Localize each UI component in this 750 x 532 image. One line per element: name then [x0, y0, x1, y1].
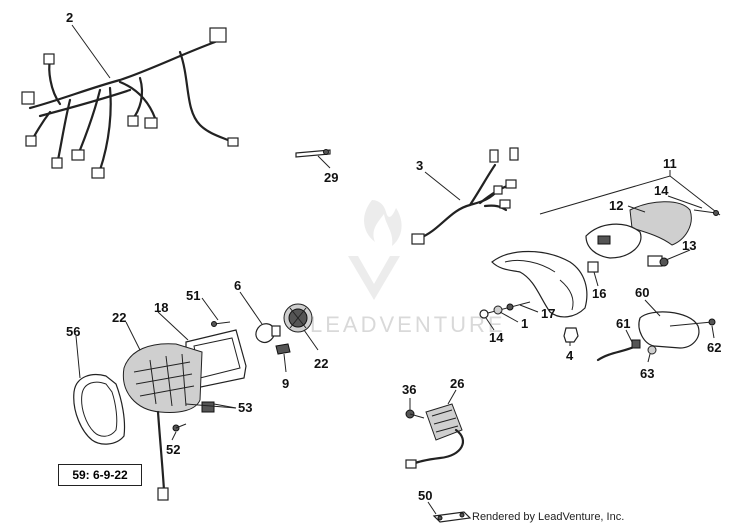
callout-63: 63	[640, 366, 654, 381]
callout-53: 53	[238, 400, 252, 415]
callout-18: 18	[154, 300, 168, 315]
callout-50: 50	[418, 488, 432, 503]
bolt-set	[479, 301, 531, 319]
connector-icon	[127, 115, 139, 127]
connector-icon	[227, 137, 239, 147]
callout-6: 6	[234, 278, 241, 293]
clip-part	[275, 343, 291, 355]
screw-part	[211, 321, 231, 327]
callout-26: 26	[450, 376, 464, 391]
connector-icon	[51, 157, 63, 169]
sub-harness	[411, 147, 519, 245]
headlight-bulb	[255, 323, 281, 343]
callout-9: 9	[282, 376, 289, 391]
connector-icon	[71, 149, 85, 161]
nut-part	[563, 327, 579, 343]
callout-62: 62	[707, 340, 721, 355]
watermark-text: LEADVENTURE	[310, 312, 506, 337]
callout-4: 4	[566, 348, 574, 363]
footer-credit: Rendered by LeadVenture, Inc.	[472, 511, 625, 523]
callout-2: 2	[66, 10, 73, 25]
callout-52: 52	[166, 442, 180, 457]
callout-56: 56	[66, 324, 80, 339]
callout-14a: 14	[654, 183, 669, 198]
tail-housing	[491, 250, 588, 318]
connector-icon	[21, 91, 35, 105]
callout-12: 12	[609, 198, 623, 213]
callout-13: 13	[682, 238, 696, 253]
callout-60: 60	[635, 285, 649, 300]
callout-3: 3	[416, 158, 423, 173]
connector-icon	[43, 53, 55, 65]
headlight-frame	[73, 373, 126, 445]
connector-icon	[25, 135, 37, 147]
wiring-harness	[21, 27, 239, 179]
callout-22a: 22	[112, 310, 126, 325]
callout-1: 1	[521, 316, 528, 331]
connector-icon	[144, 117, 158, 129]
callout-14b: 14	[489, 330, 504, 345]
callout-17: 17	[541, 306, 555, 321]
callout-22b: 22	[314, 356, 328, 371]
sensor-bracket	[596, 311, 716, 362]
socket-cover	[283, 303, 313, 333]
connector-part	[201, 401, 215, 413]
headlight-unit	[122, 343, 203, 501]
taillight-assembly	[585, 201, 692, 259]
callout-11: 11	[663, 156, 677, 171]
callout-51: 51	[186, 288, 200, 303]
callout-61: 61	[616, 316, 630, 331]
callout-29: 29	[324, 170, 338, 185]
connector-icon	[209, 27, 227, 43]
strap-part	[295, 149, 331, 158]
connector-icon	[91, 167, 105, 179]
screw-part	[172, 423, 187, 432]
watermark-logo	[348, 200, 402, 300]
fastener-part	[587, 261, 599, 273]
regulator-part	[405, 403, 464, 469]
reference-box: 59: 6-9-22	[58, 464, 142, 486]
bolt-part	[405, 409, 425, 419]
callout-36: 36	[402, 382, 416, 397]
screw-part	[693, 209, 719, 216]
bulb-socket	[647, 255, 669, 267]
callout-16: 16	[592, 286, 606, 301]
bracket-part	[432, 511, 472, 523]
